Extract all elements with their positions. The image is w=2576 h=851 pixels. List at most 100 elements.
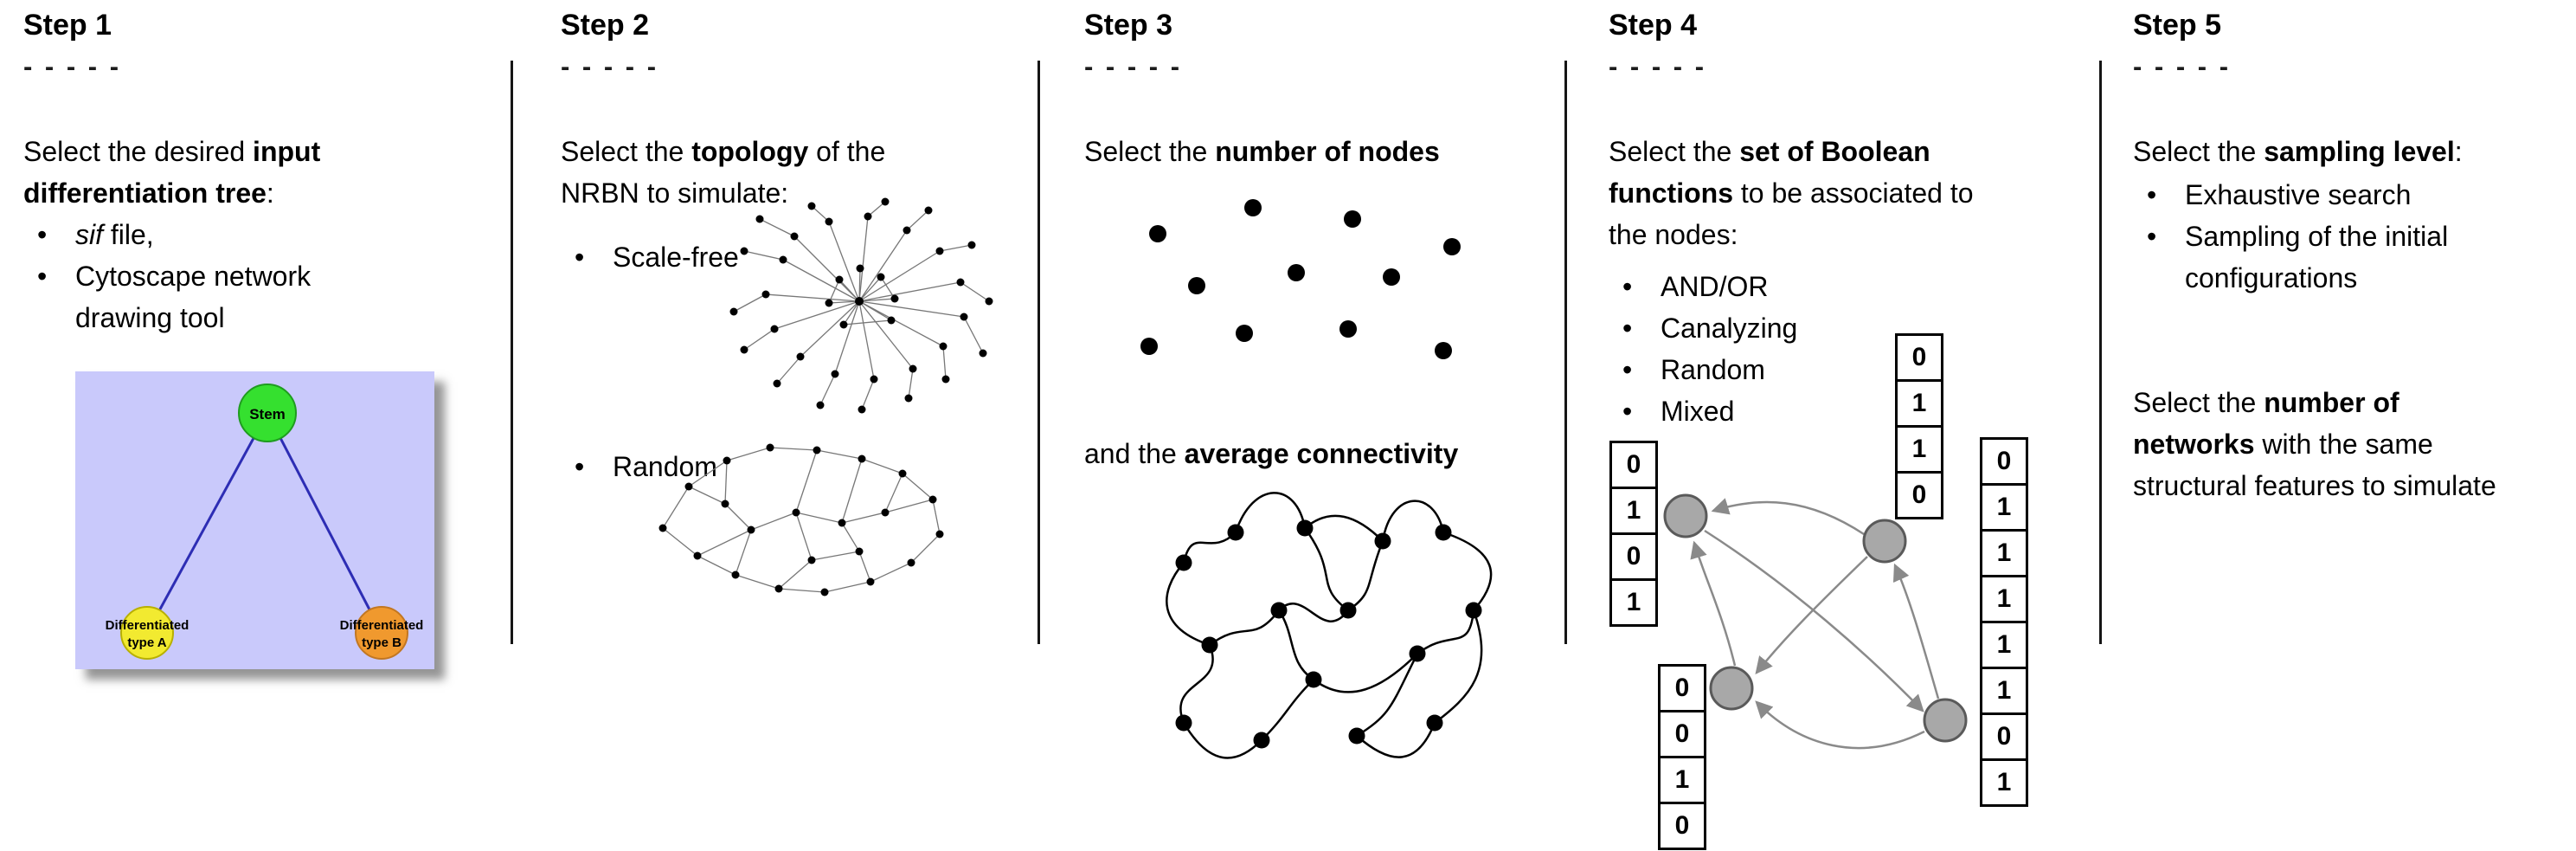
intro-text-bold: number of nodes [1215,136,1440,167]
bullet-text: file, [103,219,154,250]
network-node [1923,698,1968,743]
truth-table-cell: 1 [1980,483,2028,532]
truth-table-cell: 1 [1658,756,1706,804]
intro-text: Select the [2133,136,2264,167]
intro-text: Select the [1084,136,1216,167]
bullet-scale-free: Scale-free [561,236,1028,278]
step-2-column: Step 2 - - - - - Select the topology of … [561,0,1028,596]
boolean-network-svg [1663,493,1968,750]
truth-table-cell: 1 [1609,578,1658,627]
bullet-text: Cytoscape network [75,261,312,292]
step-4-intro: Select the set of Boolean functions to b… [1609,131,2093,255]
bullet-sif-file: sif file, [23,214,495,255]
intro-text: of the [808,136,886,167]
truth-table-cell: 1 [1980,529,2028,577]
intro-text: Select the [1609,136,1740,167]
truth-table-cell: 0 [1980,437,2028,486]
step-4-dashes: - - - - - [1609,51,1707,81]
differentiation-tree-graphic: Stem Differentiated type A Differentiate… [75,371,434,669]
step-1-intro: Select the desired input differentiation… [23,131,495,214]
bullet-text: Scale-free [613,242,739,273]
bullet-mixed: Mixed [1609,390,2093,432]
truth-table-cell: 0 [1658,664,1706,712]
truth-table-cell: 0 [1980,712,2028,761]
differentiation-tree-svg: Stem Differentiated type A Differentiate… [75,371,434,669]
type-a-node [120,606,174,660]
truth-table-cell: 0 [1658,710,1706,758]
intro-text: Select the [2133,387,2264,418]
step-2-intro: Select the topology of the NRBN to simul… [561,131,1028,214]
random-network-graphic [658,443,944,596]
truth-table-cell: 1 [1895,425,1943,474]
step-5-title: Step 5 [2133,9,2222,42]
intro-text-bold: sampling level [2264,136,2455,167]
bullet-text-italic: sif [75,219,103,250]
intro-text-bold: functions [1609,177,1733,209]
truth-table-left: 0 1 0 1 [1609,441,1658,627]
step-5-intro: Select the sampling level: [2133,131,2570,172]
step-2-title: Step 2 [561,9,650,42]
intro-text: : [2454,136,2463,167]
bullet-canalyzing: Canalyzing [1609,307,2093,349]
tree-edge-stem-to-b [266,412,383,634]
type-b-label-line2: type B [362,635,401,650]
column-divider [1037,61,1040,644]
stem-node-label: Stem [249,406,286,422]
column-divider [2099,61,2102,644]
intro-text-bold: networks [2133,429,2255,460]
truth-table-cell: 0 [1658,802,1706,850]
network-node [1663,493,1708,538]
truth-table-right: 0 1 1 1 1 1 0 1 [1980,437,2028,807]
step-1-column: Step 1 - - - - - Select the desired inpu… [23,0,495,669]
intro-text-bold: set of Boolean [1739,136,1930,167]
step-4-column: Step 4 - - - - - Select the set of Boole… [1609,0,2093,432]
intro-text: Select the [561,136,692,167]
bullet-cytoscape: Cytoscape network drawing tool [23,255,495,338]
bullet-random-functions: Random [1609,349,2093,390]
step-3-dashes: - - - - - [1084,51,1183,81]
connectivity-graphic [1166,492,1493,759]
truth-table-cell: 0 [1609,441,1658,489]
type-b-node [355,606,408,660]
bullet-text: Random [613,451,717,482]
intro-text: NRBN to simulate: [561,177,789,209]
type-a-label-line1: Differentiated [106,618,190,633]
boolean-network-graphic: 0 1 0 1 0 0 1 0 0 1 1 0 0 1 1 1 1 1 0 1 [1584,326,2103,851]
step-3-line1: Select the number of nodes [1084,131,1564,172]
intro-text: : [266,177,274,209]
intro-text-bold: average connectivity [1184,438,1459,469]
intro-text-bold: differentiation tree [23,177,267,209]
truth-table-cell: 0 [1609,532,1658,581]
step-5-column: Step 5 - - - - - Select the sampling lev… [2133,0,2570,506]
intro-text-bold: input [253,136,321,167]
step-3-line2: and the average connectivity [1084,433,1458,474]
intro-text: and the [1084,438,1185,469]
bullet-text: Exhaustive search [2185,179,2412,210]
step-2-dashes: - - - - - [561,51,659,81]
truth-table-cell: 1 [1980,575,2028,623]
step-1-dashes: - - - - - [23,51,122,81]
truth-table-cell: 1 [1895,379,1943,428]
network-node [1709,666,1754,711]
bullet-sampling-configurations: Sampling of the initial configurations [2133,216,2570,299]
bullet-random: Random [561,446,1028,487]
bullet-exhaustive-search: Exhaustive search [2133,174,2570,216]
truth-table-cell: 1 [1980,621,2028,669]
truth-table-cell: 1 [1980,667,2028,715]
bullet-text: Canalyzing [1661,313,1798,344]
step-3-title: Step 3 [1084,9,1173,42]
truth-table-top: 0 1 1 0 [1895,333,1943,519]
intro-text-bold: number of [2264,387,2399,418]
truth-table-cell: 0 [1895,333,1943,382]
stem-node [238,384,297,442]
step-4-title: Step 4 [1609,9,1698,42]
step-5-dashes: - - - - - [2133,51,2232,81]
bullet-and-or: AND/OR [1609,266,2093,307]
truth-table-cell: 1 [1980,758,2028,807]
bullet-text: configurations [2185,262,2358,293]
truth-table-cell: 0 [1895,471,1943,519]
intro-text: with the same [2254,429,2433,460]
step-5-networks-paragraph: Select the number of networks with the s… [2133,382,2570,506]
intro-text: the nodes: [1609,219,1738,250]
bullet-text: Random [1661,354,1765,385]
